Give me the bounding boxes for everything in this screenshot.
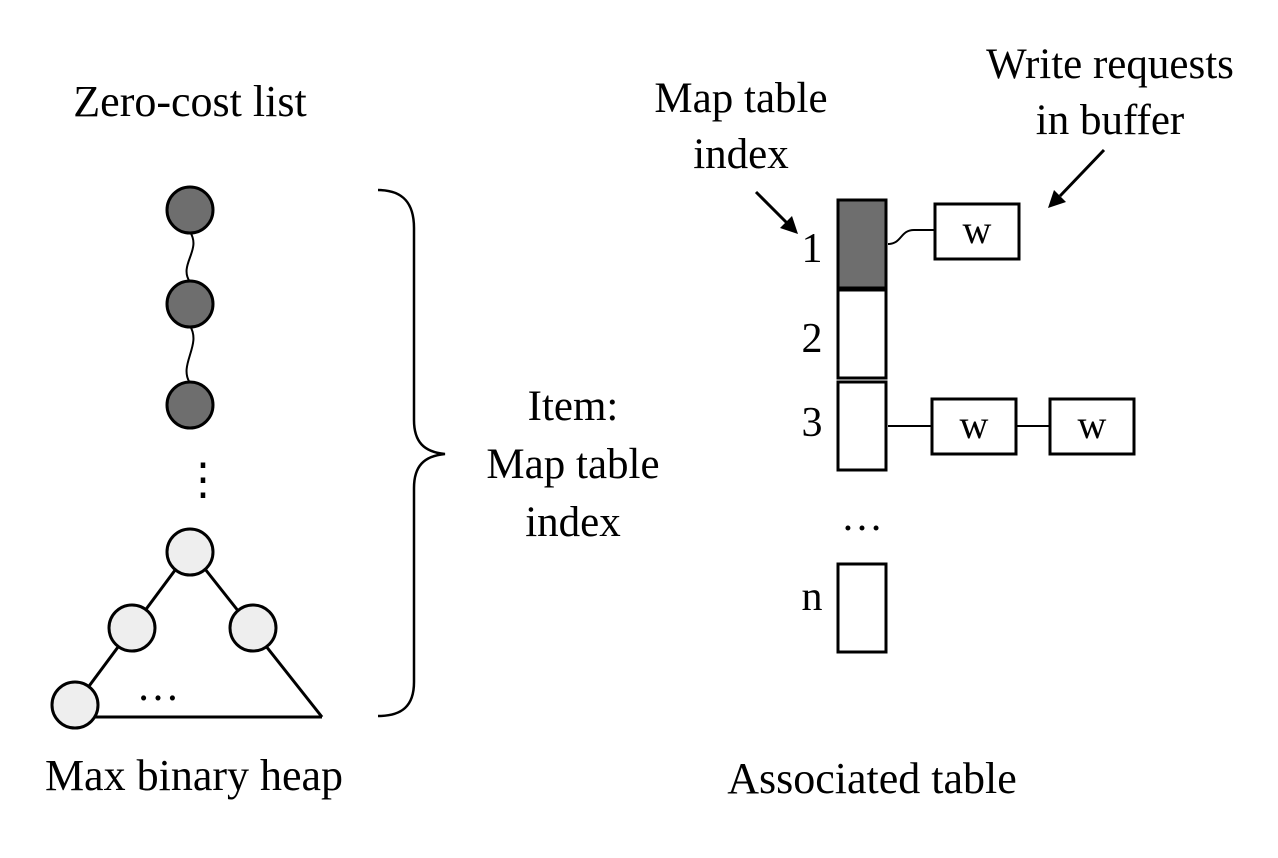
table-cell-n bbox=[836, 562, 888, 654]
map-index-arrow bbox=[754, 190, 798, 234]
write-request-label: w bbox=[1078, 402, 1107, 447]
heap-node-root bbox=[165, 527, 215, 577]
list-link bbox=[185, 325, 195, 384]
list-ellipsis: ⋮ bbox=[181, 455, 225, 504]
write-requests-label-line2: in buffer bbox=[1036, 97, 1184, 144]
item-label-line2: Map table bbox=[486, 441, 659, 488]
heap-node bbox=[228, 603, 278, 653]
list-node bbox=[165, 380, 215, 430]
list-node bbox=[165, 279, 215, 329]
associated-table-label: Associated table bbox=[727, 754, 1017, 803]
row-ellipsis: … bbox=[841, 494, 883, 540]
associated-table bbox=[836, 198, 888, 654]
zero-cost-list bbox=[165, 185, 215, 430]
max-binary-heap bbox=[50, 527, 324, 730]
item-label-line3: index bbox=[525, 499, 621, 546]
heap-node bbox=[107, 603, 157, 653]
write-link bbox=[887, 229, 935, 245]
heap-ellipsis: … bbox=[137, 663, 180, 710]
write-request-label: w bbox=[963, 207, 992, 252]
row-label: 2 bbox=[802, 316, 823, 362]
map-index-label-line1: Map table bbox=[654, 75, 827, 122]
max-heap-label: Max binary heap bbox=[45, 751, 343, 800]
row-label: 3 bbox=[802, 400, 823, 446]
zero-cost-list-label: Zero-cost list bbox=[73, 77, 306, 126]
write-request-label: w bbox=[960, 402, 989, 447]
map-index-label-line2: index bbox=[693, 131, 789, 178]
write-request-box bbox=[930, 397, 1018, 456]
grouping-brace bbox=[377, 188, 446, 718]
write-request-box bbox=[1048, 397, 1136, 456]
list-node bbox=[165, 185, 215, 235]
write-requests-label-line1: Write requests bbox=[986, 41, 1234, 88]
list-link bbox=[185, 231, 195, 283]
row-label: 1 bbox=[802, 226, 823, 272]
row-label: n bbox=[802, 574, 823, 620]
table-cell-1 bbox=[836, 198, 888, 290]
write-request-box bbox=[933, 202, 1021, 261]
table-cell-2 bbox=[836, 288, 888, 380]
heap-node bbox=[50, 680, 100, 730]
item-label-line1: Item: bbox=[528, 383, 619, 430]
write-requests-arrow bbox=[1048, 148, 1106, 208]
table-cell-3 bbox=[836, 380, 888, 472]
